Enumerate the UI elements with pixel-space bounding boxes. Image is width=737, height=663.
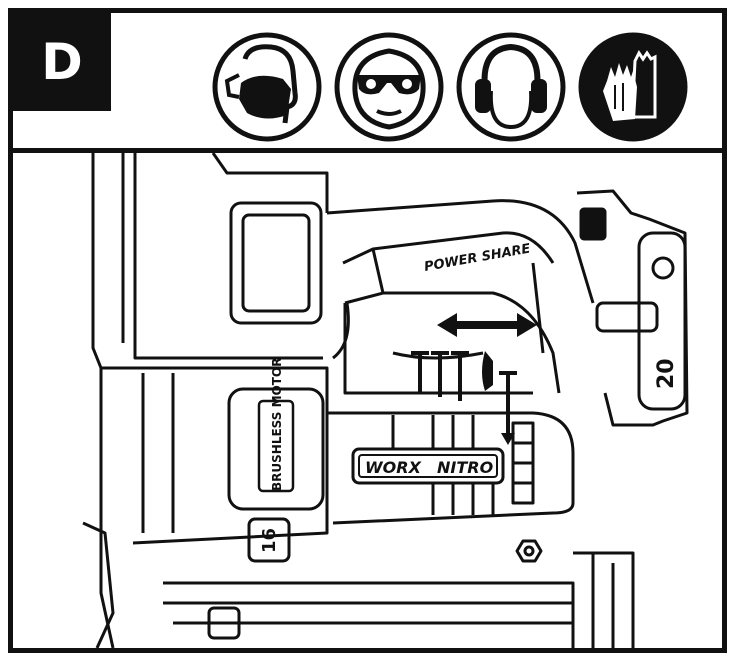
motor-label: BRUSHLESS MOTOR bbox=[270, 358, 284, 491]
power-share-label: POWER SHARE bbox=[423, 241, 532, 274]
gauge-label: 16 bbox=[259, 528, 280, 553]
instruction-panel: D bbox=[8, 8, 727, 653]
dust-mask-icon bbox=[211, 31, 323, 143]
panel-header: D bbox=[13, 13, 722, 153]
battery-volts-label: 20 bbox=[654, 358, 679, 389]
step-label: D bbox=[13, 13, 111, 111]
ear-protection-icon bbox=[455, 31, 567, 143]
nailer-illustration: POWER SHARE BRUSHLESS MOTOR WORX NITRO 1… bbox=[13, 153, 722, 648]
safety-glasses-icon bbox=[333, 31, 445, 143]
brand-nitro: NITRO bbox=[437, 458, 494, 477]
brand-worx: WORX bbox=[365, 458, 422, 477]
gloves-icon bbox=[577, 31, 689, 143]
